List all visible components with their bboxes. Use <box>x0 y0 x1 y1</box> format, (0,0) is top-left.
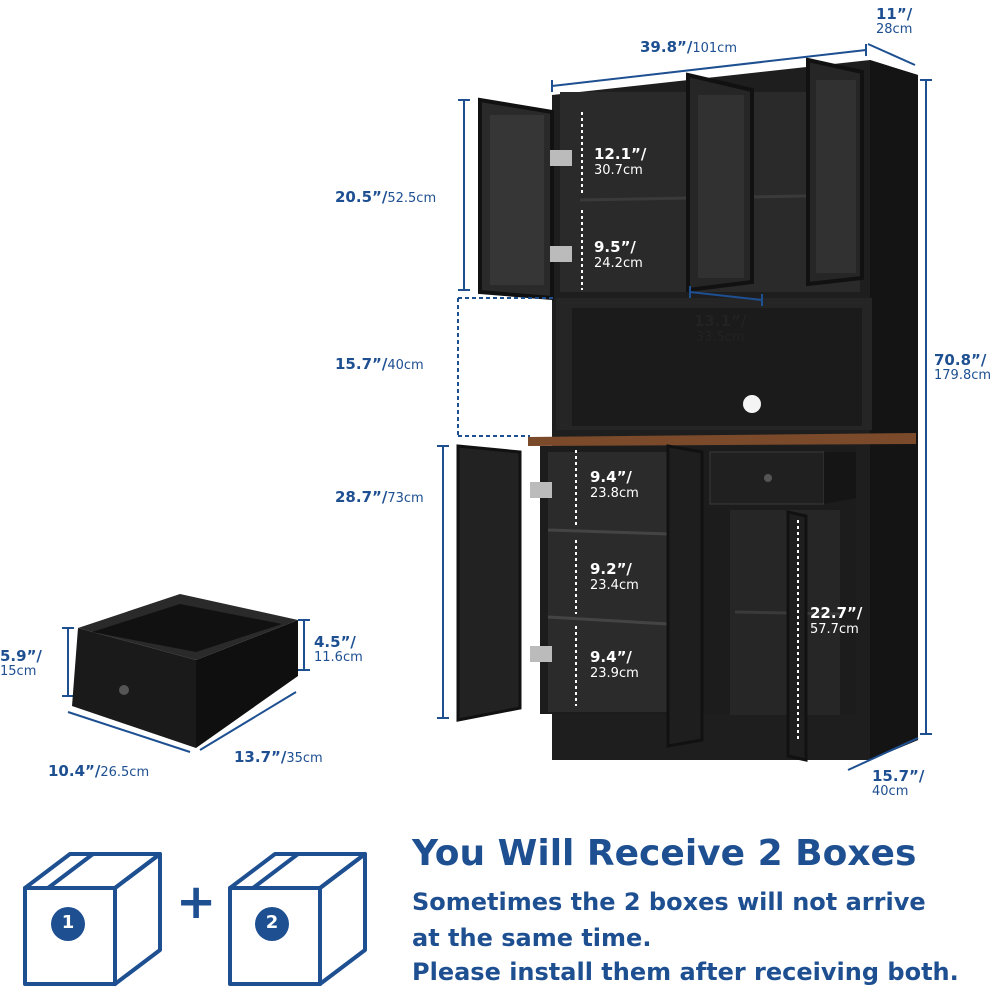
box-2-icon <box>228 852 367 986</box>
base-height-label: 28.7”/73cm <box>335 488 424 506</box>
box-1-number: 1 <box>61 912 75 933</box>
drawer-inner-height-label: 4.5”/11.6cm <box>314 633 363 666</box>
cabinet <box>456 57 918 762</box>
box-1-icon <box>23 852 162 986</box>
boxes-headline: You Will Receive 2 Boxes <box>412 833 917 874</box>
overall-depth-label: 11”/28cm <box>876 5 913 38</box>
hinge-icon <box>550 246 572 262</box>
base-shelf-bottom-label: 9.4”/23.9cm <box>590 648 639 681</box>
drawer-width-label: 10.4”/26.5cm <box>48 762 150 780</box>
boxes-note-line-1: Sometimes the 2 boxes will not arrive <box>412 888 926 916</box>
boxes-note-line-2: at the same time. <box>412 924 652 952</box>
hutch-height-label: 15.7”/40cm <box>335 355 424 373</box>
box-1-badge <box>51 907 85 941</box>
boxes-note-line-3: Please install them after receiving both… <box>412 958 959 986</box>
drawer-outer-height-label: 5.9”/15cm <box>0 647 42 680</box>
base-right-opening-label: 22.7”/57.7cm <box>810 604 863 637</box>
drawer-illustration <box>72 594 298 748</box>
hinge-icon <box>550 150 572 166</box>
base-shelf-top-label: 9.4”/23.8cm <box>590 468 639 501</box>
drawer-knob-icon <box>119 685 129 695</box>
hinge-icon <box>530 482 552 498</box>
base-depth-label: 15.7”/40cm <box>872 767 925 800</box>
dimension-lines <box>62 43 932 771</box>
drawer-depth-label: 13.7”/35cm <box>234 748 323 766</box>
hinge-icon <box>530 646 552 662</box>
base-shelf-middle-label: 9.2”/23.4cm <box>590 560 639 593</box>
upper-shelf-top-label: 12.1”/30.7cm <box>594 145 647 178</box>
upper-height-label: 20.5”/52.5cm <box>335 188 437 206</box>
overall-width-label: 39.8”/101cm <box>640 38 737 56</box>
hutch-opening-width-label: 13.1”/33.5cm <box>694 312 747 345</box>
overall-height-label: 70.8”/179.8cm <box>934 351 992 384</box>
box-2-badge <box>255 907 289 941</box>
box-2-number: 2 <box>265 912 279 933</box>
upper-shelf-bottom-label: 9.5”/24.2cm <box>594 238 643 271</box>
plus-sign: + <box>176 874 217 930</box>
inner-dimension-lines <box>575 112 799 740</box>
